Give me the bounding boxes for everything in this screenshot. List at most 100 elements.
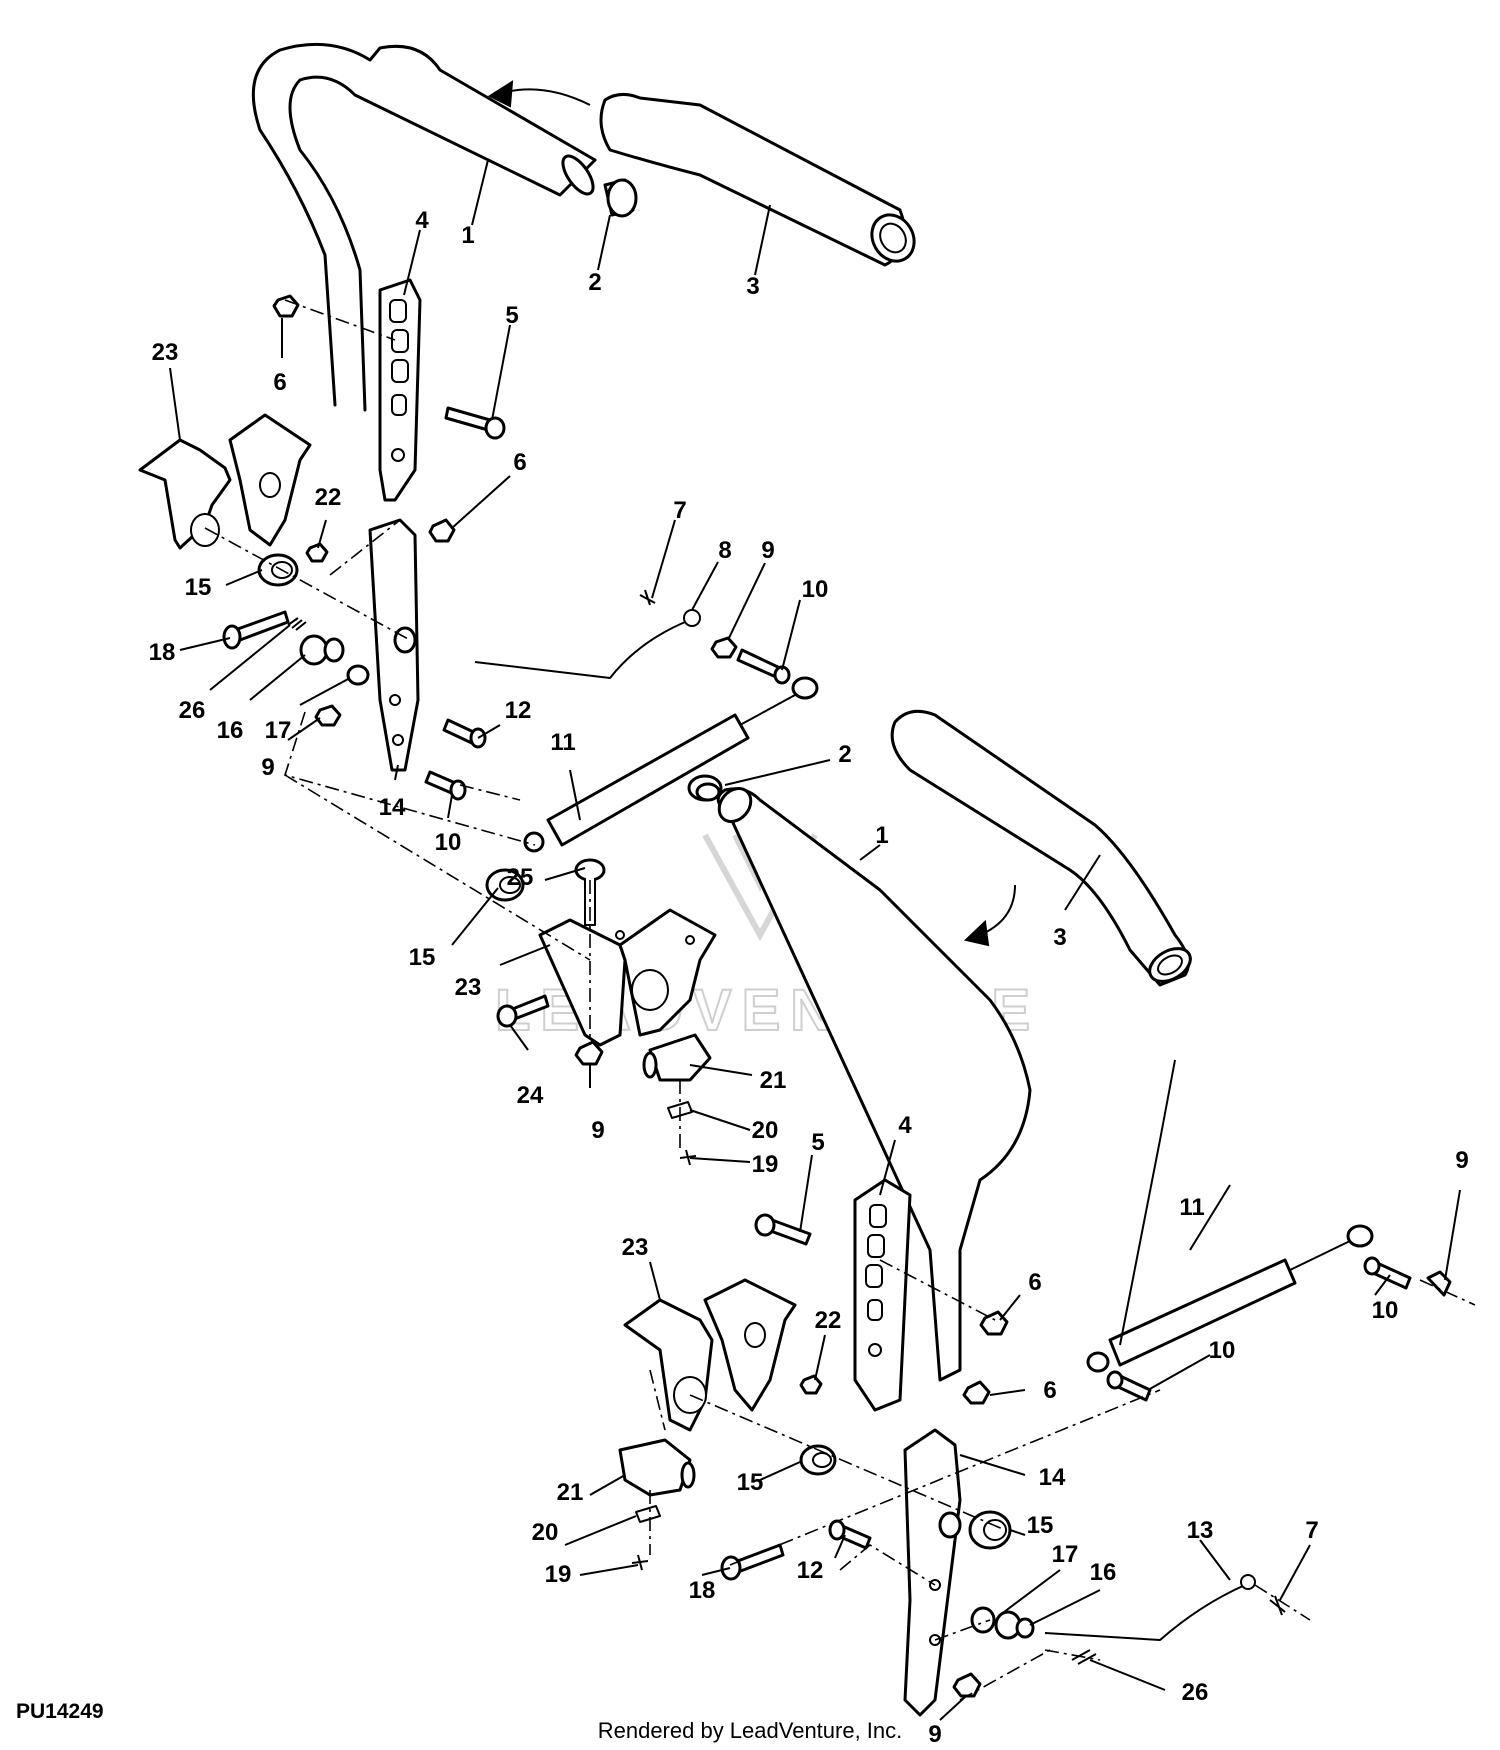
callout-1: 1 — [461, 222, 474, 249]
rod-13-lower — [1044, 1574, 1256, 1641]
bolt-10-lower-b — [1106, 1370, 1152, 1402]
callout-6: 6 — [513, 449, 526, 476]
switch-21-upper — [642, 1033, 712, 1082]
bolt-18-upper — [222, 610, 290, 650]
callout-25: 25 — [507, 864, 534, 891]
bushing-15-center — [485, 868, 525, 902]
callout-14: 14 — [379, 794, 406, 821]
arrowhead-lower — [963, 919, 990, 947]
assembly-lines — [204, 299, 1476, 1701]
spring-pin-26-upper — [287, 617, 307, 631]
callout-23: 23 — [455, 974, 482, 1001]
callout-7: 7 — [673, 497, 686, 524]
callout-8: 8 — [718, 537, 731, 564]
callout-10: 10 — [1372, 1297, 1399, 1324]
nut-22-lower — [799, 1374, 823, 1395]
washer-16-lower — [994, 1610, 1035, 1640]
callout-19: 19 — [545, 1561, 572, 1588]
nut-6-lower-a — [979, 1310, 1009, 1336]
callout-10: 10 — [435, 829, 462, 856]
handle-grip-lower — [890, 709, 1192, 987]
callout-15: 15 — [409, 944, 436, 971]
callout-13: 13 — [1187, 1517, 1214, 1544]
callout-12: 12 — [505, 697, 532, 724]
callout-labels: 1 2 3 4 5 6 23 6 22 15 18 26 16 17 9 14 … — [149, 207, 1469, 1748]
callout-4: 4 — [415, 207, 429, 234]
spring-pin-26-lower — [1071, 1649, 1097, 1665]
nut-9-center — [574, 1040, 604, 1066]
plug-2-lower — [687, 774, 723, 802]
callout-26: 26 — [1182, 1679, 1209, 1706]
callout-1: 1 — [875, 822, 888, 849]
callout-4: 4 — [898, 1112, 912, 1139]
bolt-12-lower — [828, 1519, 872, 1550]
bracket-23-lower — [623, 1278, 797, 1432]
bolt-5-upper — [444, 406, 506, 440]
clip-7-lower — [1269, 1595, 1286, 1616]
washer-16-upper — [299, 634, 345, 666]
handle-bar-lower — [716, 787, 1032, 1382]
screw-19-lower — [631, 1554, 649, 1571]
callout-11: 11 — [1179, 1194, 1204, 1221]
figure-id: PU14249 — [16, 1700, 104, 1723]
nut-9-upper-a — [314, 704, 342, 727]
control-plate-upper — [378, 278, 422, 502]
bolt-10-lower-a — [1363, 1256, 1412, 1290]
gas-spring-11-upper — [523, 676, 819, 853]
callout-2: 2 — [588, 269, 601, 296]
bracket-23-center — [538, 908, 717, 1047]
callout-9: 9 — [928, 1721, 941, 1748]
callout-19: 19 — [752, 1151, 779, 1178]
bushing-15-upper-a — [257, 553, 299, 587]
callout-10: 10 — [1209, 1337, 1236, 1364]
callout-16: 16 — [1090, 1559, 1117, 1586]
clip-20-lower — [635, 1505, 661, 1523]
callout-22: 22 — [815, 1307, 842, 1334]
leader-lines — [169, 159, 1461, 1721]
nut-17-lower — [970, 1606, 996, 1634]
screw-19-upper — [679, 1149, 697, 1166]
bolt-12-upper — [442, 718, 487, 749]
bolt-5-lower — [754, 1213, 812, 1246]
nut-22-upper — [305, 542, 329, 563]
callout-26: 26 — [179, 697, 206, 724]
callout-23: 23 — [622, 1234, 649, 1261]
bolt-24 — [496, 994, 550, 1028]
bolt-18-lower — [720, 1543, 785, 1581]
nut-9-upper-b — [710, 636, 738, 659]
callout-21: 21 — [760, 1067, 787, 1094]
callout-18: 18 — [149, 639, 176, 666]
callout-20: 20 — [752, 1117, 779, 1144]
callout-6: 6 — [1028, 1269, 1041, 1296]
callout-7: 7 — [1305, 1517, 1318, 1544]
callout-15: 15 — [737, 1469, 764, 1496]
callout-17: 17 — [1052, 1541, 1079, 1568]
callout-3: 3 — [1053, 924, 1066, 951]
pivot-arm-14-lower — [903, 1428, 962, 1717]
callout-6: 6 — [1043, 1377, 1056, 1404]
callout-9: 9 — [591, 1117, 604, 1144]
callout-18: 18 — [689, 1577, 716, 1604]
plug-upper — [603, 178, 638, 218]
nut-17-upper — [346, 664, 370, 686]
callout-3: 3 — [746, 273, 759, 300]
handle-bar-upper — [251, 42, 597, 412]
callout-24: 24 — [517, 1082, 544, 1109]
callout-16: 16 — [217, 717, 244, 744]
nut-9-lower-b — [952, 1672, 982, 1698]
callout-6: 6 — [273, 369, 286, 396]
bushing-15-lower-b — [968, 1510, 1012, 1550]
arrowhead-upper — [487, 80, 514, 108]
handle-grip-upper — [599, 93, 916, 267]
gas-spring-11-lower — [1086, 1224, 1374, 1373]
callout-14: 14 — [1039, 1464, 1066, 1491]
bracket-23-upper — [138, 413, 312, 550]
callout-2: 2 — [838, 741, 851, 768]
nut-6-upper-b — [428, 518, 456, 543]
bolt-10-upper-a — [424, 770, 467, 801]
callout-23: 23 — [152, 339, 179, 366]
callout-10: 10 — [802, 576, 829, 603]
callout-20: 20 — [532, 1519, 559, 1546]
bolt-10-upper-b — [736, 648, 791, 685]
